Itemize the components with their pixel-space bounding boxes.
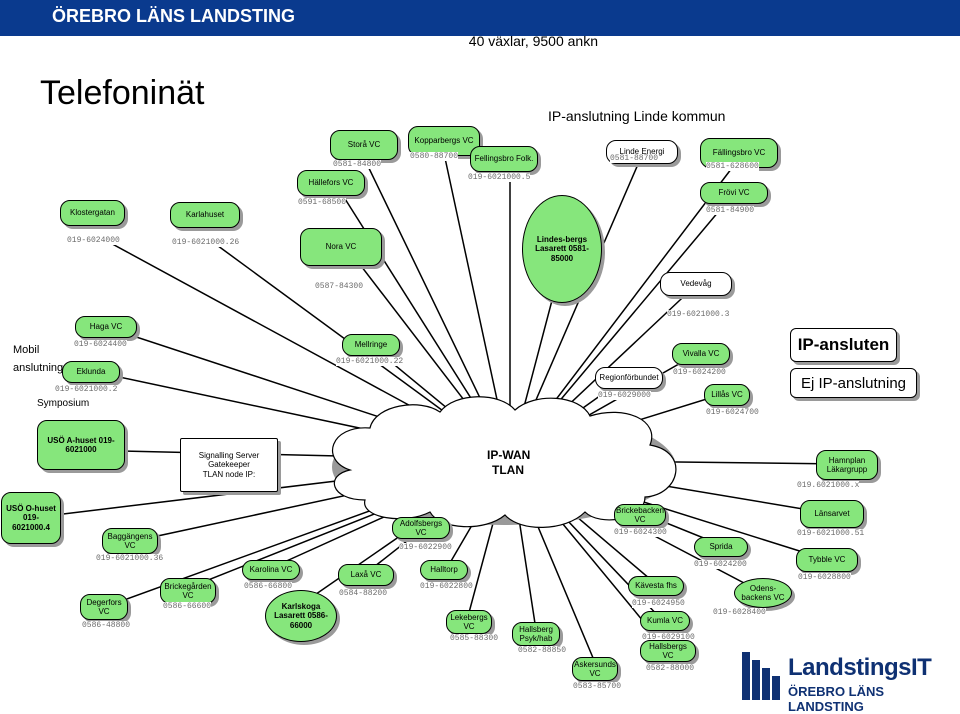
signalling-line3: TLAN node IP: — [202, 469, 256, 479]
node-vivalla-num: 019-6024200 — [673, 368, 726, 377]
header-subtitle: 40 växlar, 9500 ankn — [468, 33, 598, 49]
legend-non-ip-label: Ej IP-anslutning — [800, 374, 907, 392]
node-lillas-num: 019-6024700 — [706, 408, 759, 417]
node-uso-a: USÖ A-huset 019-6021000 — [37, 420, 125, 470]
node-sprida: Sprida — [694, 537, 748, 557]
node-hallsbergs-vc: Hallsbergs VC — [640, 640, 696, 662]
node-hallefors-num: 0591-68500 — [298, 198, 347, 207]
node-degerfors: Degerfors VC — [80, 594, 128, 620]
node-karlahuset-num: 019-6021000.26 — [172, 238, 240, 247]
ip-linde-label: IP-anslutning Linde kommun — [548, 108, 726, 124]
node-brickebacken: Brickebacken VC — [614, 504, 666, 526]
node-mellringe: Mellringe — [342, 334, 400, 356]
node-linde-energi-num: 0581-88700 — [610, 154, 659, 163]
node-lekebergs: Lekebergs VC — [446, 610, 492, 634]
node-odensbackens-num: 019-6028400 — [713, 608, 766, 617]
node-lillas: Lillås VC — [704, 384, 750, 406]
node-stora-num: 0581-84800 — [333, 160, 382, 169]
node-adolfsbergs-num: 019-6022900 — [399, 543, 452, 552]
node-karolina-num: 0586-66800 — [244, 582, 293, 591]
node-regionforbundet-num: 019-6029000 — [598, 391, 651, 400]
logo-mark-icon — [742, 652, 780, 700]
ip-wan-cloud — [332, 396, 677, 528]
landstingsit-logo: LandstingsIT ÖREBRO LÄNS LANDSTING — [740, 648, 960, 714]
node-nora: Nora VC — [300, 228, 382, 266]
node-lansarvet-num: 019-6021000.51 — [797, 529, 865, 538]
label-mobil: Mobil — [13, 344, 40, 356]
node-baggangens-num: 019-6021000.36 — [96, 554, 164, 563]
signalling-server: Signalling Server Gatekeeper TLAN node I… — [180, 438, 278, 492]
node-kavesta: Kävesta fhs — [628, 576, 684, 596]
node-baggangens: Baggängens VC — [102, 528, 158, 554]
node-karlahuset: Karlahuset — [170, 202, 240, 228]
label-symposium: Symposium — [37, 398, 90, 409]
node-vivalla: Vivalla VC — [672, 343, 730, 365]
node-regionforbundet: Regionförbundet — [595, 367, 663, 389]
node-hamnplan: Hamnplan Läkargrupp — [816, 450, 878, 480]
node-tybble-num: 019-6028800 — [798, 573, 851, 582]
node-klostergatan: Klostergatan — [60, 200, 125, 226]
node-kumla: Kumla VC — [640, 611, 690, 631]
node-klostergatan-num: 019-6024000 — [67, 236, 120, 245]
node-kumla-num: 019-6029100 — [642, 633, 695, 642]
node-lansarvet: Länsarvet — [800, 500, 864, 528]
node-laxa-num: 0584-88200 — [339, 589, 388, 598]
node-hallefors: Hällefors VC — [297, 170, 365, 196]
node-brickegarden-num: 0586-66600 — [163, 602, 212, 611]
node-adolfsbergs: Adolfsbergs VC — [392, 517, 450, 539]
node-hamnplan-num: 019.6021000.x — [797, 481, 860, 490]
node-brickebacken-num: 019-6024300 — [614, 528, 667, 537]
node-fallingsbro-vc-num: 0581-628600 — [706, 162, 759, 171]
node-vedevag: Vedevåg — [660, 272, 732, 296]
cloud-line2: TLAN — [492, 463, 524, 477]
header-bar: ÖREBRO LÄNS LANDSTING — [0, 0, 960, 36]
node-eklunda: Eklunda — [62, 361, 120, 383]
node-brickegarden: Brickegården VC — [160, 578, 216, 604]
node-odensbackens: Odens-backens VC — [734, 578, 792, 608]
signalling-line1: Signalling Server — [198, 451, 260, 461]
label-anslutning: anslutning — [13, 362, 64, 374]
node-laxa: Laxå VC — [338, 564, 394, 586]
node-karolina: Karolina VC — [242, 560, 300, 580]
legend-ip-label: IP-ansluten — [797, 335, 890, 354]
header-org: ÖREBRO LÄNS LANDSTING — [52, 6, 295, 26]
node-haga-num: 019-6024400 — [74, 340, 127, 349]
node-eklunda-num: 019-6021000.2 — [55, 385, 118, 394]
node-frovi: Frövi VC — [700, 182, 768, 204]
node-frovi-num: 0581-84900 — [706, 206, 755, 215]
node-askersunds-num: 0583-85700 — [573, 682, 622, 691]
node-fellingsbro-num: 019-6021000.5 — [468, 173, 531, 182]
node-sprida-num: 019-6024200 — [694, 560, 747, 569]
node-karlskoga: Karlskoga Lasarett 0586-66000 — [265, 590, 337, 642]
logo-name: LandstingsIT — [788, 654, 932, 681]
node-hallsbergs-vc-num: 0582-88000 — [646, 664, 695, 673]
logo-sub: ÖREBRO LÄNS LANDSTING — [788, 684, 885, 714]
cloud-line1: IP-WAN — [487, 448, 531, 462]
node-hallsberg-psyk-num: 0582-88850 — [518, 646, 567, 655]
node-uso-o: USÖ O-huset 019-6021000.4 — [1, 492, 61, 544]
signalling-line2: Gatekeeper — [208, 460, 250, 470]
node-tybble: Tybble VC — [796, 548, 858, 572]
node-stora: Storå VC — [330, 130, 398, 160]
node-kavesta-num: 019-6024950 — [632, 599, 685, 608]
node-halltorp-num: 019-6022800 — [420, 582, 473, 591]
node-kopparberg-num: 0580-88700 — [410, 152, 459, 161]
node-lekebergs-num: 0585-88300 — [450, 634, 499, 643]
node-hallsberg-psyk: Hallsberg Psyk/hab — [512, 622, 560, 646]
legend-non-ip: Ej IP-anslutning — [790, 368, 917, 398]
node-degerfors-num: 0586-48800 — [82, 621, 131, 630]
node-haga: Haga VC — [75, 316, 137, 338]
node-askersunds: Askersunds VC — [572, 657, 618, 681]
node-vedevag-num: 019-6021000.3 — [667, 310, 730, 319]
node-fellingsbro: Fellingsbro Folk. — [470, 146, 538, 172]
legend-ip-connected: IP-ansluten — [790, 328, 897, 362]
page-title: Telefoninät — [40, 74, 205, 112]
node-mellringe-num: 019-6021000.22 — [336, 357, 404, 366]
node-nora-num: 0587-84300 — [315, 282, 364, 291]
node-lindesberg: Lindes-bergs Lasarett 0581-85000 — [522, 195, 602, 303]
node-halltorp: Halltorp — [420, 560, 468, 580]
